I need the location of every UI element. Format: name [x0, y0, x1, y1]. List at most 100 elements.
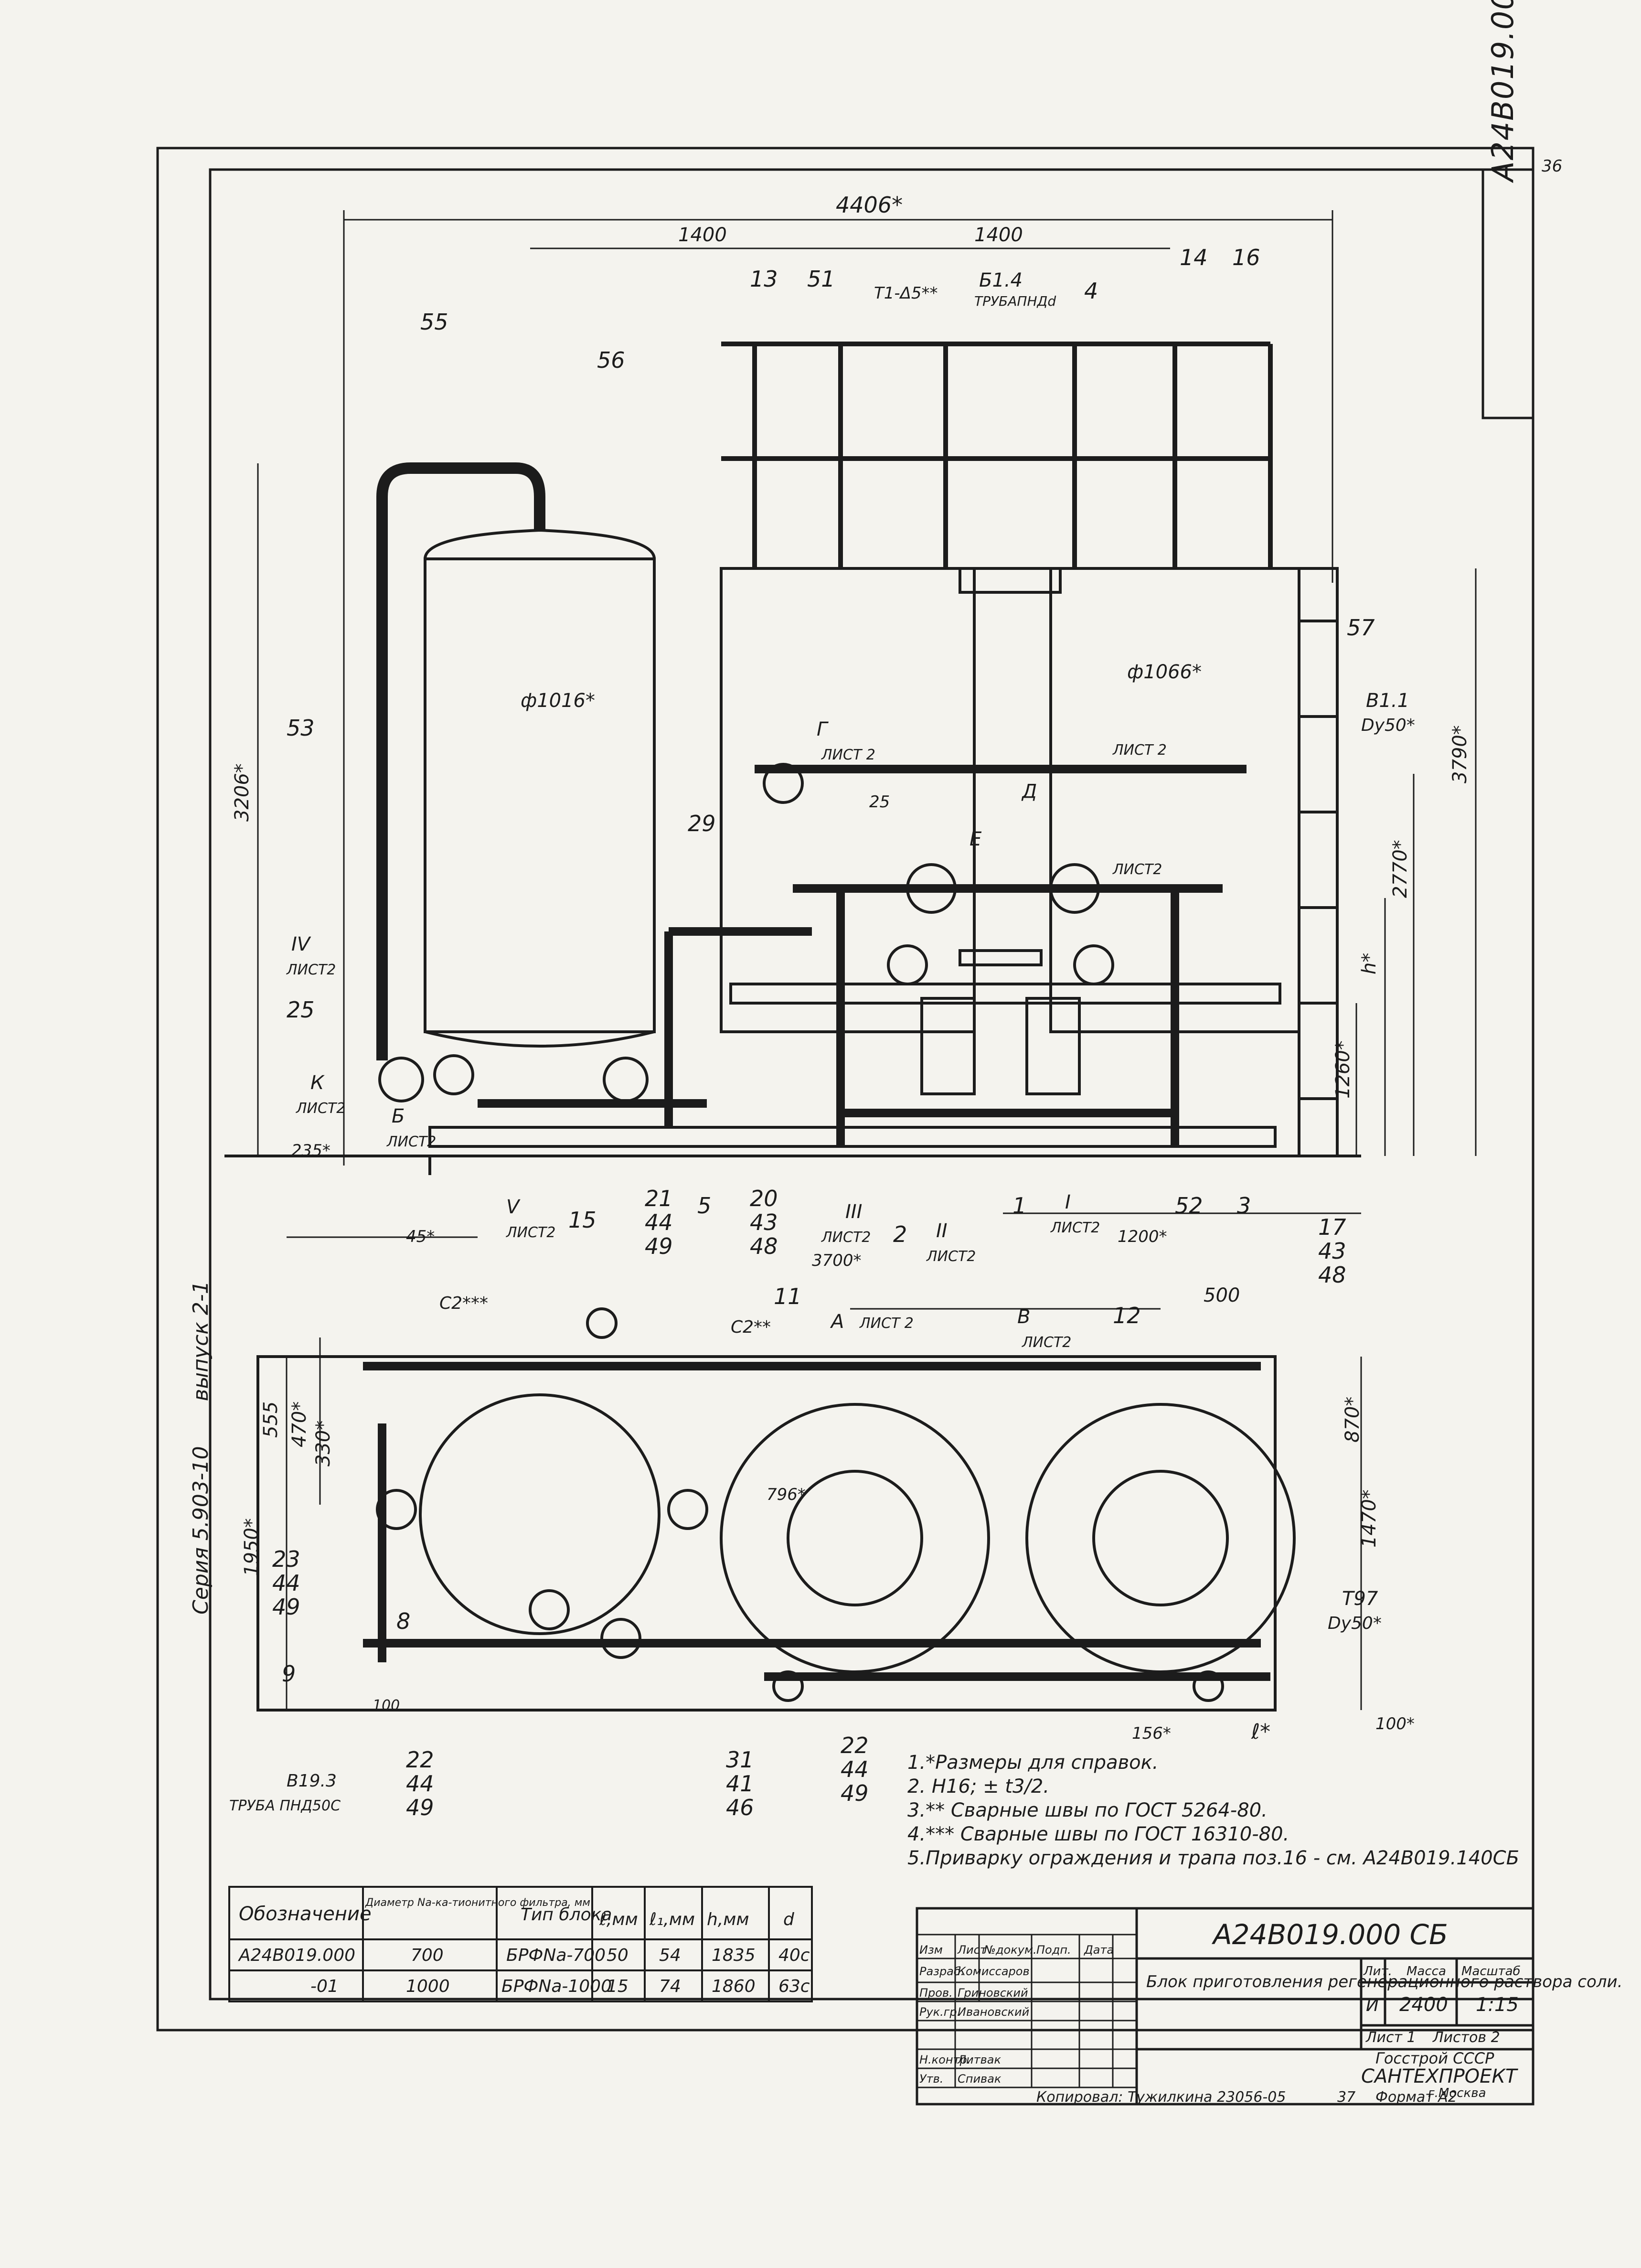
sec-k: К — [310, 1072, 325, 1094]
tb-h-list: Лист — [957, 1943, 987, 1957]
table-r1-l1: 54 — [659, 1946, 681, 1965]
pos-48a: 48 — [750, 1233, 778, 1259]
tb-h-doc: №докум. — [983, 1943, 1037, 1957]
dim-1950: 1950* — [241, 1518, 263, 1576]
title-block-grid — [916, 1907, 1534, 2106]
label-c2a: С2*** — [439, 1294, 488, 1313]
dim-45: 45* — [406, 1227, 435, 1246]
tb-title-text: Блок приготовления регенерационного раст… — [1146, 1972, 1622, 1991]
table-header-l: ℓ,мм — [599, 1910, 638, 1929]
general-notes: 1.*Размеры для справок. 2. Н16; ± t3/2. … — [907, 1751, 1519, 1870]
dim-seg1: 1400 — [678, 224, 727, 246]
table-r1-l: 50 — [607, 1946, 629, 1965]
filter-plan — [419, 1393, 661, 1635]
table-header-type: Тип блока — [521, 1905, 612, 1925]
tb-org3: г.Москва — [1428, 2086, 1486, 2100]
dim-156: 156* — [1132, 1724, 1171, 1743]
tb-r2-role: Пров. — [919, 1986, 953, 2000]
pos-57: 57 — [1347, 615, 1375, 641]
sec-k-sheet: ЛИСТ2 — [296, 1100, 345, 1117]
sec-i: I — [1065, 1191, 1071, 1213]
tb-format: Формат А2 — [1375, 2089, 1457, 2106]
document-code-vertical: А24В019.000СБ — [1485, 0, 1520, 182]
pos-25b: 25 — [869, 792, 890, 812]
tb-h-sign: Подп. — [1036, 1943, 1071, 1957]
pos-52: 52 — [1175, 1193, 1203, 1219]
pos-3: 3 — [1237, 1193, 1251, 1219]
sec-a: А — [830, 1311, 844, 1333]
table-r2-d: 63с — [778, 1977, 810, 1996]
filter-vessel — [424, 557, 656, 1033]
dim-1470: 1470* — [1358, 1489, 1380, 1548]
spec-table-grid — [228, 1886, 813, 2002]
label-t97: Т97 — [1342, 1588, 1378, 1610]
dim-870: 870* — [1342, 1397, 1364, 1443]
tb-h-date: Дата — [1084, 1943, 1114, 1957]
table-r2-diameter: 1000 — [406, 1977, 450, 1996]
pos-43b: 43 — [1318, 1238, 1346, 1264]
table-header-designation: Обозначение — [239, 1903, 372, 1925]
pos-15: 15 — [568, 1207, 597, 1233]
pos-43a: 43 — [750, 1209, 778, 1235]
tb-copied: Копировал: Тужилкина 23056-05 — [1036, 2089, 1286, 2106]
note-5: 5.Приварку ограждения и трапа поз.16 - с… — [907, 1847, 1520, 1869]
pos-20: 20 — [750, 1186, 778, 1211]
tb-title: Блок приготовления регенерационного раст… — [1146, 1972, 1622, 1991]
inner-frame — [209, 168, 1534, 2001]
pos-17: 17 — [1318, 1214, 1346, 1240]
tb-lit-label: Лит. — [1363, 1964, 1392, 1979]
pos-48b: 48 — [1318, 1262, 1346, 1288]
table-r1-h: 1835 — [712, 1946, 756, 1965]
table-r2-l1: 74 — [659, 1977, 681, 1996]
pos-29: 29 — [688, 811, 716, 836]
label-b11: В1.1 — [1366, 690, 1409, 712]
code-box — [1481, 168, 1534, 419]
label-t97-sub: Dу50* — [1328, 1614, 1382, 1633]
pos-2: 2 — [893, 1221, 907, 1247]
tb-r3-role: Рук.гр. — [919, 2005, 960, 2019]
sec-ii-sheet: ЛИСТ2 — [926, 1248, 976, 1265]
pos-23: 23 — [272, 1546, 300, 1572]
pos-9: 9 — [282, 1661, 296, 1687]
table-header-d: d — [783, 1910, 795, 1929]
dim-2770: 2770* — [1389, 840, 1411, 898]
dim-500: 500 — [1204, 1284, 1240, 1306]
sec-iii-sheet: ЛИСТ2 — [821, 1229, 871, 1246]
tb-r1-role: Разраб. — [919, 1965, 964, 1978]
tb-r2-name: Гриновский — [958, 1986, 1028, 2000]
table-header-h: h,мм — [707, 1910, 749, 1929]
label-b11-sub: Dу50* — [1361, 716, 1415, 735]
sec-d: Д — [1021, 781, 1037, 802]
pos-22b: 22 — [841, 1733, 869, 1758]
table-r1-type: БРФNа-700 — [506, 1946, 606, 1965]
dim-3206: 3206* — [231, 763, 253, 822]
pos-44c: 44 — [406, 1771, 434, 1797]
dim-1200: 1200* — [1118, 1227, 1167, 1246]
sec-iv-sheet: ЛИСТ2 — [286, 962, 336, 978]
plan-view — [256, 1307, 1296, 1712]
ladder — [1298, 567, 1339, 1157]
pos-4: 4 — [1084, 278, 1098, 304]
tb-r4-name: Литвак — [957, 2053, 1001, 2066]
pos-31: 31 — [726, 1747, 754, 1773]
tb-r3-name: Ивановский — [958, 2005, 1029, 2019]
tb-r5-role: Утв. — [919, 2072, 943, 2086]
label-b14: Б1.4 — [979, 269, 1023, 291]
note-3: 3.** Сварные швы по ГОСТ 5264-80. — [907, 1799, 1268, 1821]
pos-49c: 49 — [406, 1795, 434, 1820]
pos-53: 53 — [287, 715, 315, 741]
pos-51: 51 — [807, 266, 835, 292]
tb-code: А24В019.000 СБ — [1211, 1918, 1448, 1951]
tb-org2: САНТЕХПРОЕКТ — [1361, 2065, 1519, 2087]
sec-b: Б — [392, 1105, 405, 1127]
pos-8: 8 — [396, 1608, 410, 1634]
pos-55: 55 — [420, 309, 448, 335]
label-b193: В19.3 — [287, 1771, 337, 1791]
sec-g-sheet: ЛИСТ 2 — [821, 747, 875, 763]
table-r2-designation: -01 — [310, 1977, 339, 1996]
tank-plan-right — [1025, 1403, 1296, 1673]
tank-plan-left — [720, 1403, 990, 1673]
dim-100b: 100* — [1375, 1714, 1415, 1733]
tb-mass-label: Масса — [1407, 1964, 1446, 1979]
